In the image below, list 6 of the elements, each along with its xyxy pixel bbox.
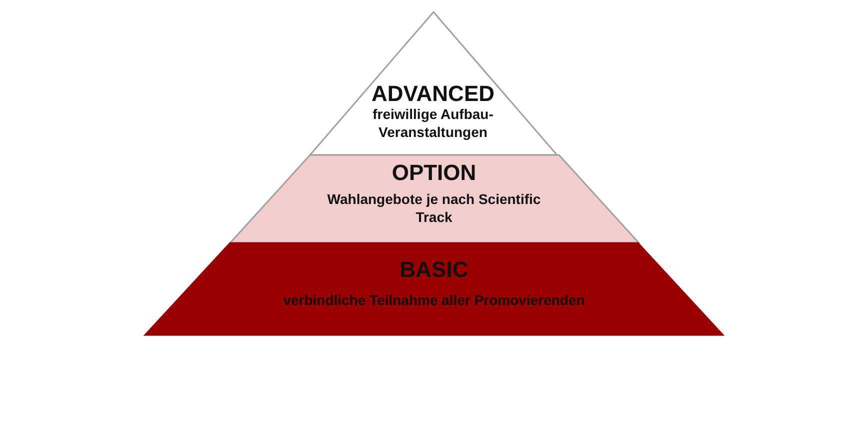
tier-description: verbindliche Teilnahme aller Promovierenden <box>282 291 586 309</box>
tier-heading: BASIC <box>398 257 470 284</box>
tier-description: Wahlangebote je nach Scientific Track <box>326 190 542 226</box>
tier-heading: OPTION <box>390 160 478 186</box>
tier-description: freiwillige Aufbau-Veranstaltungen <box>372 105 494 141</box>
tier-heading: ADVANCED <box>370 81 496 108</box>
